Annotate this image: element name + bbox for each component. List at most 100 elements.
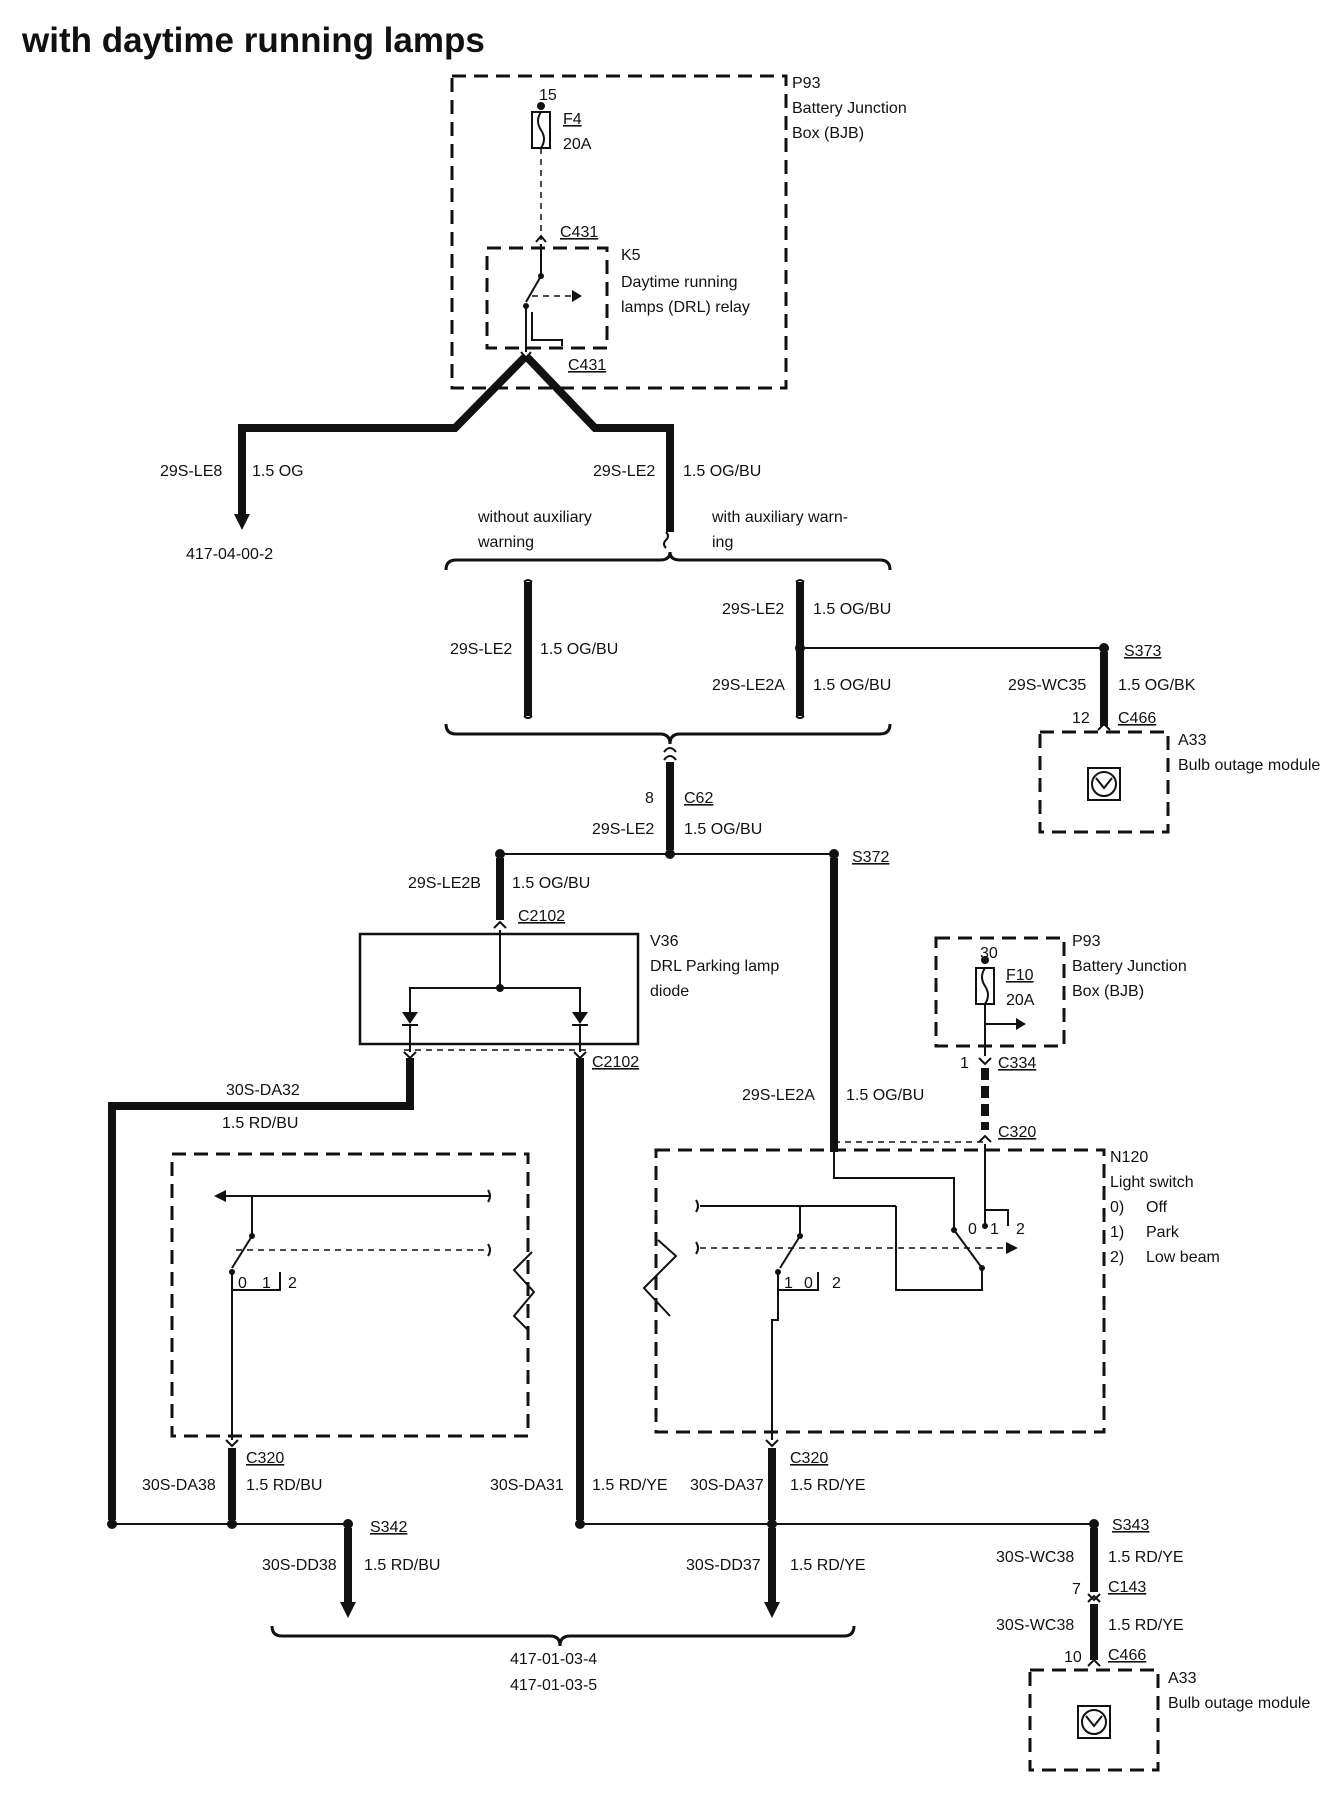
c466-top-name: C466 bbox=[1118, 710, 1156, 727]
option-left-line1: without auxiliary bbox=[477, 509, 592, 526]
da32-splice-dot bbox=[107, 1519, 117, 1529]
n120-feed-wire bbox=[833, 1152, 955, 1230]
s343-label: S343 bbox=[1112, 1517, 1149, 1534]
c320-left-label: C320 bbox=[246, 1450, 284, 1467]
n120-actuator-arrow bbox=[1006, 1242, 1018, 1254]
c320-mid-connector bbox=[765, 1439, 779, 1448]
f10-pin-dot bbox=[981, 956, 989, 964]
c143-connector bbox=[1087, 1593, 1101, 1603]
wc38-b-circuit: 30S-WC38 bbox=[996, 1617, 1074, 1634]
da37-splice-dot bbox=[767, 1519, 777, 1529]
p93-top-id: P93 bbox=[792, 75, 821, 92]
c320-mid-label: C320 bbox=[790, 1450, 828, 1467]
f4-fuse-element bbox=[537, 111, 545, 149]
sw-right-b: 1 bbox=[990, 1221, 999, 1238]
s373-label: S373 bbox=[1124, 643, 1161, 660]
le2b-splice-dot bbox=[495, 849, 505, 859]
le2-top-spec: 1.5 OG/BU bbox=[683, 463, 761, 480]
p93-top-line1: Battery Junction bbox=[792, 100, 907, 117]
da38-circuit: 30S-DA38 bbox=[142, 1477, 216, 1494]
le2-mid-spec: 1.5 OG/BU bbox=[684, 821, 762, 838]
sw-left-link bbox=[231, 1272, 281, 1291]
k5-id: K5 bbox=[621, 247, 641, 264]
dd38-spec: 1.5 RD/BU bbox=[364, 1557, 440, 1574]
left-switch-arrow bbox=[214, 1190, 226, 1202]
wc38-a-spec: 1.5 RD/YE bbox=[1108, 1549, 1184, 1566]
le2-right-spec: 1.5 OG/BU bbox=[813, 601, 891, 618]
da32-circuit: 30S-DA32 bbox=[226, 1082, 300, 1099]
le8-ref: 417-04-00-2 bbox=[186, 546, 273, 563]
c2102-bottom-label: C2102 bbox=[592, 1054, 639, 1071]
option-bracket-top bbox=[444, 551, 892, 571]
f10-rating: 20A bbox=[1006, 992, 1035, 1009]
c62-pin: 8 bbox=[645, 790, 654, 807]
k5-line1: Daytime running bbox=[621, 274, 738, 291]
dd38-arrow bbox=[340, 1602, 356, 1618]
c431-top-connector bbox=[535, 234, 547, 243]
option-right-line2: ing bbox=[712, 534, 733, 551]
diode-right-icon bbox=[572, 1012, 588, 1024]
n120-switch-blade bbox=[953, 1229, 983, 1269]
le8-circuit: 29S-LE8 bbox=[160, 463, 222, 480]
k5-actuator-arrow bbox=[572, 290, 582, 302]
f10-name: F10 bbox=[1006, 967, 1034, 984]
f10-arrow-icon bbox=[1016, 1018, 1026, 1030]
left-switch-break-marks bbox=[487, 1189, 491, 1257]
da31-spec: 1.5 RD/YE bbox=[592, 1477, 668, 1494]
a33-top-id: A33 bbox=[1178, 732, 1207, 749]
n120-pos0-label: Off bbox=[1146, 1199, 1168, 1216]
c334-connector bbox=[978, 1057, 992, 1066]
n120-pos0: 0) bbox=[1110, 1199, 1124, 1216]
n120-zigzag bbox=[642, 1239, 678, 1317]
s342-dot bbox=[343, 1519, 353, 1529]
sw-mid-b: 0 bbox=[804, 1275, 813, 1292]
s342-label: S342 bbox=[370, 1519, 407, 1536]
dd38-circuit: 30S-DD38 bbox=[262, 1557, 337, 1574]
n120-right-box bbox=[654, 1148, 1106, 1434]
sw-mid-c: 2 bbox=[832, 1275, 841, 1292]
wc35-circuit: 29S-WC35 bbox=[1008, 677, 1086, 694]
ref-bottom-2: 417-01-03-5 bbox=[510, 1677, 597, 1694]
p93-top-box bbox=[450, 74, 788, 390]
c334-name: C334 bbox=[998, 1055, 1036, 1072]
le2a-right-circuit: 29S-LE2A bbox=[712, 677, 785, 694]
le8-spec: 1.5 OG bbox=[252, 463, 304, 480]
c320-right-connector bbox=[978, 1134, 992, 1143]
le2b-circuit: 29S-LE2B bbox=[408, 875, 481, 892]
le2-right-circuit: 29S-LE2 bbox=[722, 601, 784, 618]
f4-pin: 15 bbox=[539, 87, 557, 104]
a33-bottom-box bbox=[1028, 1668, 1160, 1772]
da38-spec: 1.5 RD/BU bbox=[246, 1477, 322, 1494]
f4-name: F4 bbox=[563, 111, 582, 128]
v36-line2: diode bbox=[650, 983, 689, 1000]
le2b-spec: 1.5 OG/BU bbox=[512, 875, 590, 892]
bottom-bracket bbox=[270, 1625, 856, 1647]
c466-top-pin: 12 bbox=[1072, 710, 1090, 727]
p93-right-id: P93 bbox=[1072, 933, 1101, 950]
option-right-line1: with auxiliary warn- bbox=[711, 509, 848, 526]
dd37-circuit: 30S-DD37 bbox=[686, 1557, 761, 1574]
v36-branch-wire bbox=[409, 987, 581, 1012]
le2a-lower-circuit: 29S-LE2A bbox=[742, 1087, 815, 1104]
le2a-right-spec: 1.5 OG/BU bbox=[813, 677, 891, 694]
p93-right-line1: Battery Junction bbox=[1072, 958, 1187, 975]
dd37-spec: 1.5 RD/YE bbox=[790, 1557, 866, 1574]
n120-id: N120 bbox=[1110, 1149, 1148, 1166]
v36-line1: DRL Parking lamp bbox=[650, 958, 779, 975]
c2102-top-label: C2102 bbox=[518, 908, 565, 925]
da31-circuit: 30S-DA31 bbox=[490, 1477, 564, 1494]
wc38-a-circuit: 30S-WC38 bbox=[996, 1549, 1074, 1566]
k5-relay-box bbox=[485, 246, 609, 350]
c466-bottom-pin: 10 bbox=[1064, 1649, 1082, 1666]
wire-le2-without-aux-ends bbox=[523, 579, 533, 719]
k5-coil-wire bbox=[531, 312, 563, 346]
sw-left-c: 2 bbox=[288, 1275, 297, 1292]
sw-right-c: 2 bbox=[1016, 1221, 1025, 1238]
a33-top-symbol-box bbox=[1087, 767, 1121, 801]
a33-top-label: Bulb outage module bbox=[1178, 757, 1320, 774]
c2102-top-connector bbox=[493, 920, 507, 929]
c320-right-label: C320 bbox=[998, 1124, 1036, 1141]
sw-left-blade bbox=[231, 1235, 253, 1269]
n120-break-marks bbox=[695, 1199, 699, 1255]
